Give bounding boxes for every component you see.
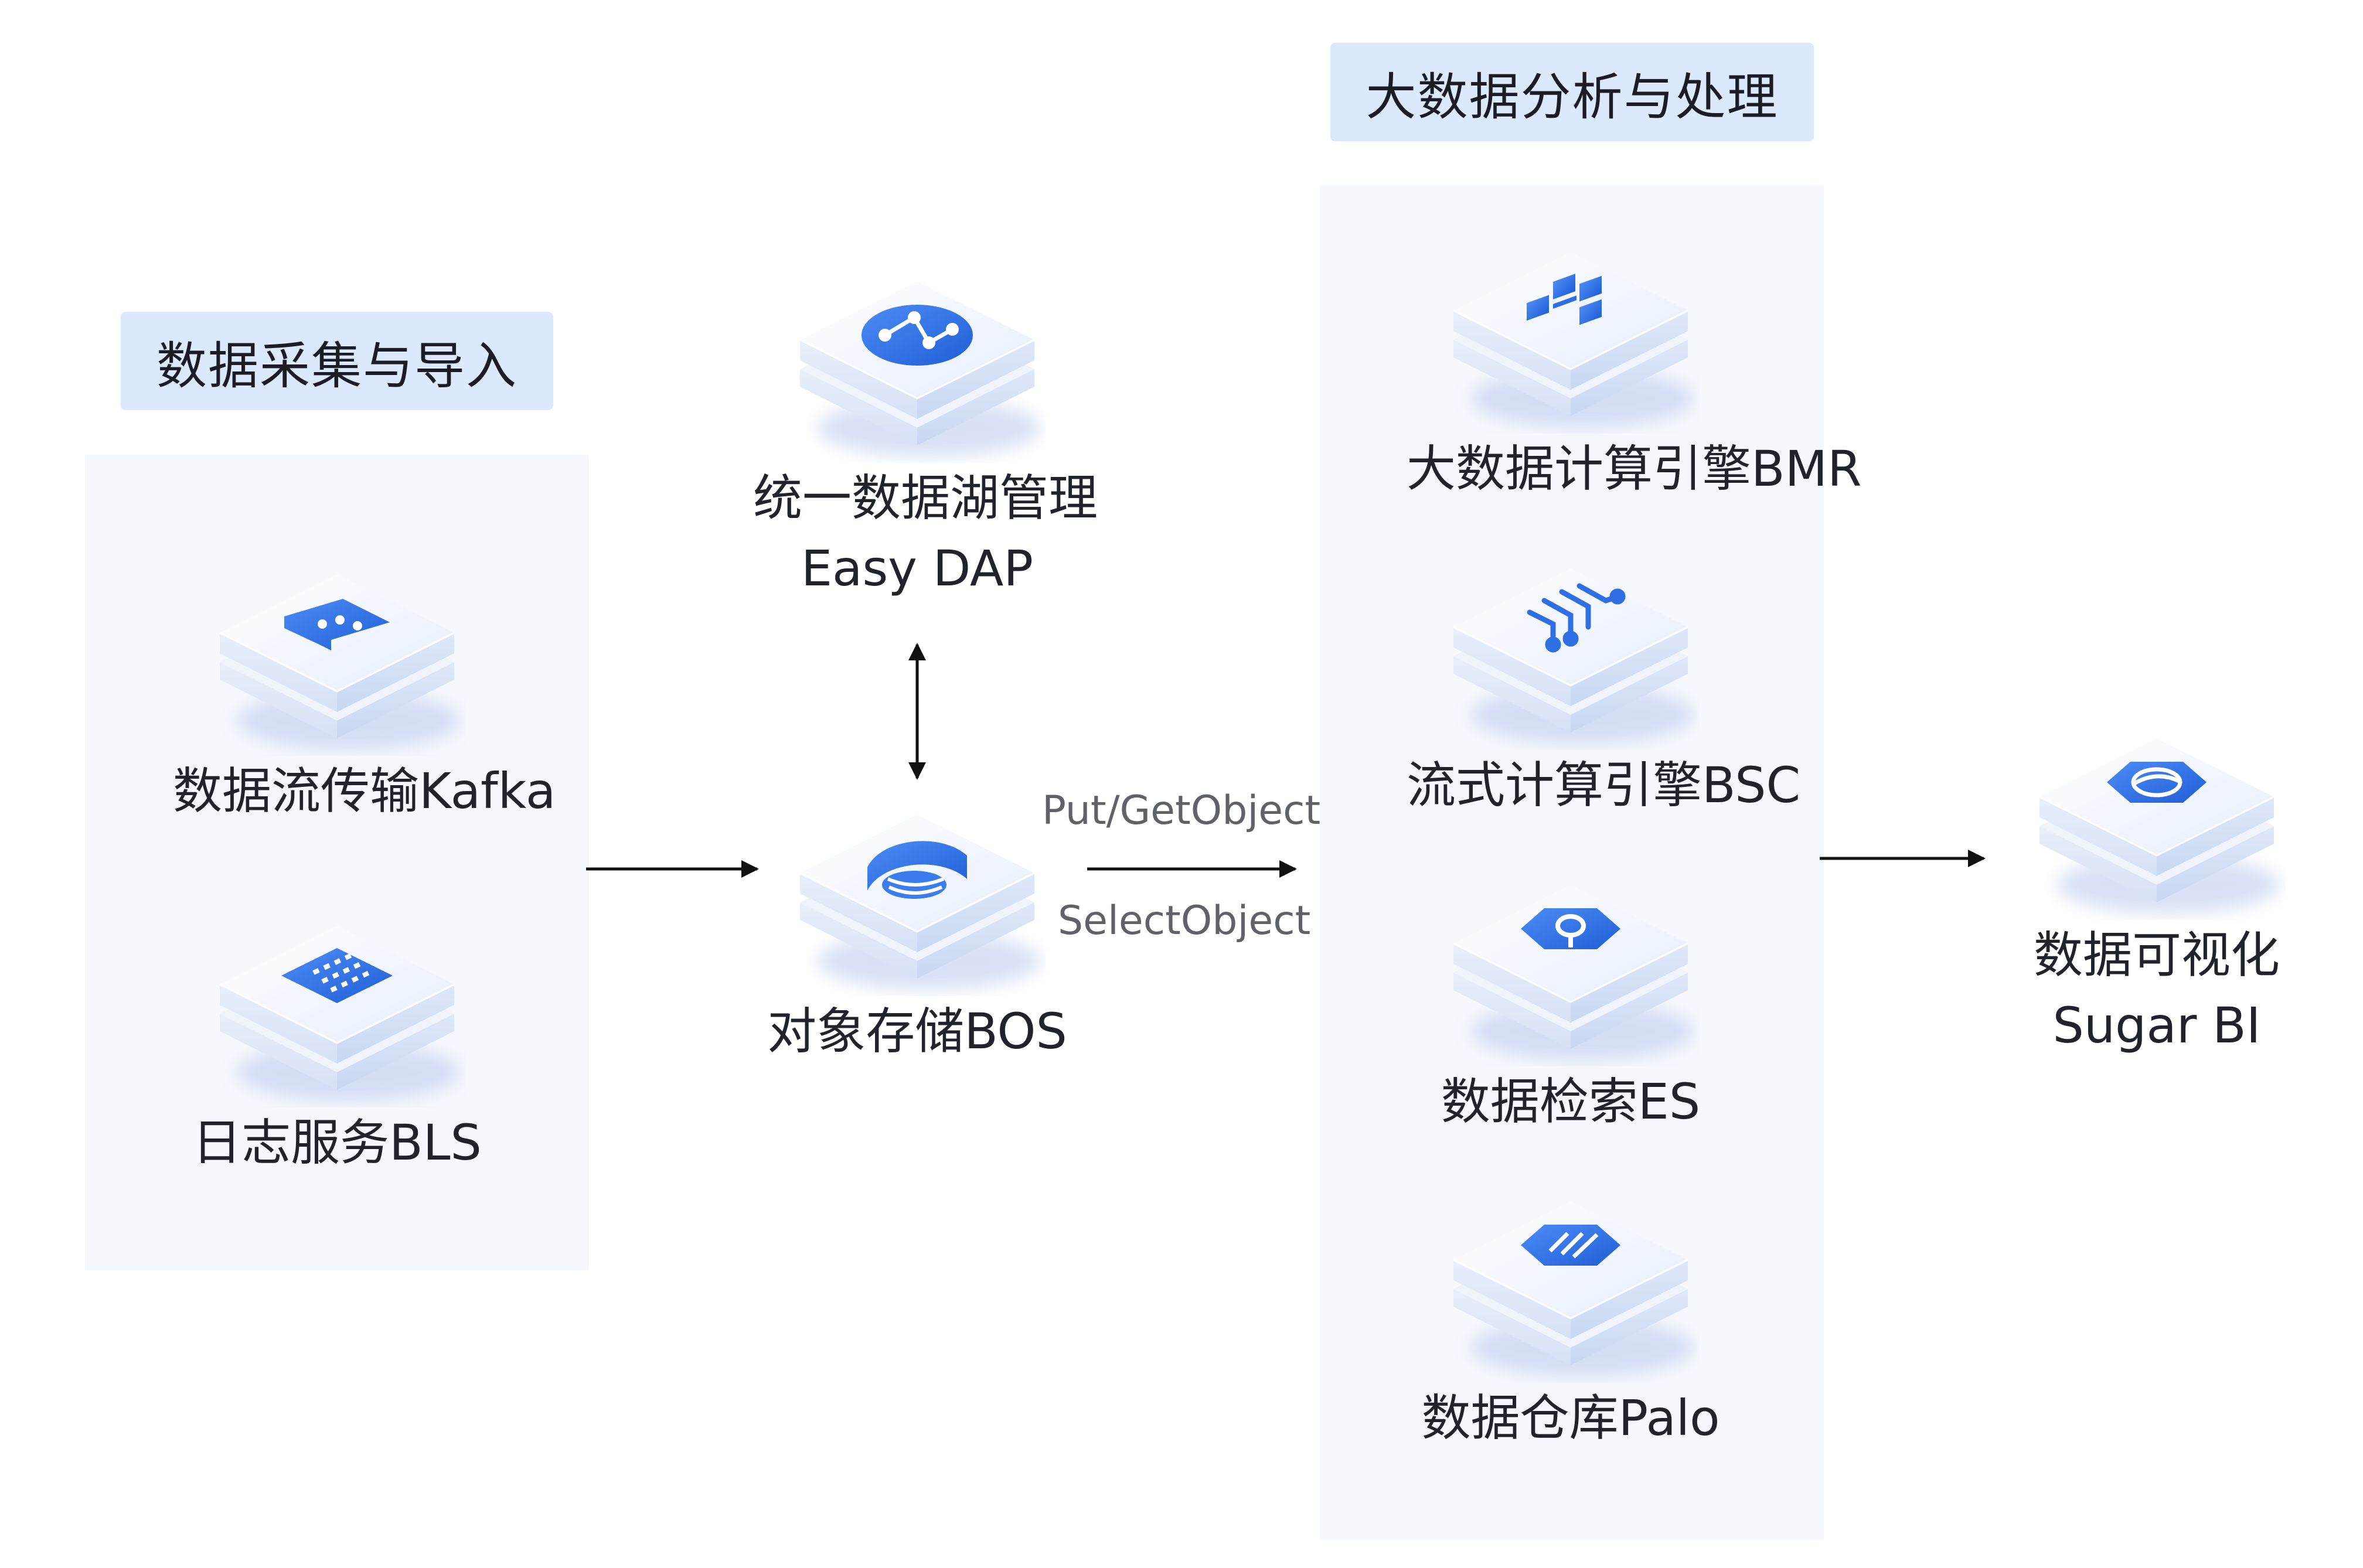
warehouse-hexagon-icon	[1442, 1172, 1700, 1383]
es-label: 数据检索ES	[1441, 1073, 1701, 1130]
cluster-blocks-icon	[1442, 223, 1700, 434]
node-palo[interactable]: 数据仓库Palo	[1407, 1172, 1735, 1453]
bos-label: 对象存储BOS	[767, 1003, 1067, 1060]
network-graph-icon	[788, 252, 1046, 463]
search-hexagon-icon	[1442, 855, 1700, 1066]
node-easydap[interactable]: 统一数据湖管理 Easy DAP	[753, 252, 1098, 604]
easydap-label-line2: Easy DAP	[801, 540, 1034, 597]
edge-label-selectobject: SelectObject	[1058, 898, 1311, 944]
bls-label: 日志服务BLS	[192, 1114, 482, 1171]
stream-circuit-icon	[1442, 539, 1700, 750]
node-bls[interactable]: 日志服务BLS	[173, 897, 501, 1178]
node-kafka[interactable]: 数据流传输Kafka	[173, 545, 556, 826]
collect-group-title: 数据采集与导入	[121, 312, 553, 410]
analysis-group-title-text: 大数据分析与处理	[1366, 67, 1779, 127]
palo-label: 数据仓库Palo	[1421, 1389, 1720, 1447]
easydap-label-line1: 统一数据湖管理	[753, 469, 1098, 527]
node-bos[interactable]: 对象存储BOS	[753, 785, 1081, 1066]
storage-bucket-icon	[788, 785, 1046, 996]
visualization-hexagon-icon	[2028, 709, 2286, 920]
sugar-label-line2: Sugar BI	[2052, 997, 2261, 1054]
sugar-label-line1: 数据可视化	[2033, 926, 2280, 984]
kafka-label: 数据流传输Kafka	[173, 762, 556, 820]
node-es[interactable]: 数据检索ES	[1407, 855, 1735, 1137]
node-sugar[interactable]: 数据可视化 Sugar BI	[1993, 709, 2321, 1061]
edge-label-putgetobject: Put/GetObject	[1042, 788, 1321, 834]
collect-group-title-text: 数据采集与导入	[156, 336, 517, 396]
log-list-icon	[208, 897, 466, 1107]
chat-bubble-icon	[208, 545, 466, 756]
analysis-group-title: 大数据分析与处理	[1330, 43, 1814, 141]
